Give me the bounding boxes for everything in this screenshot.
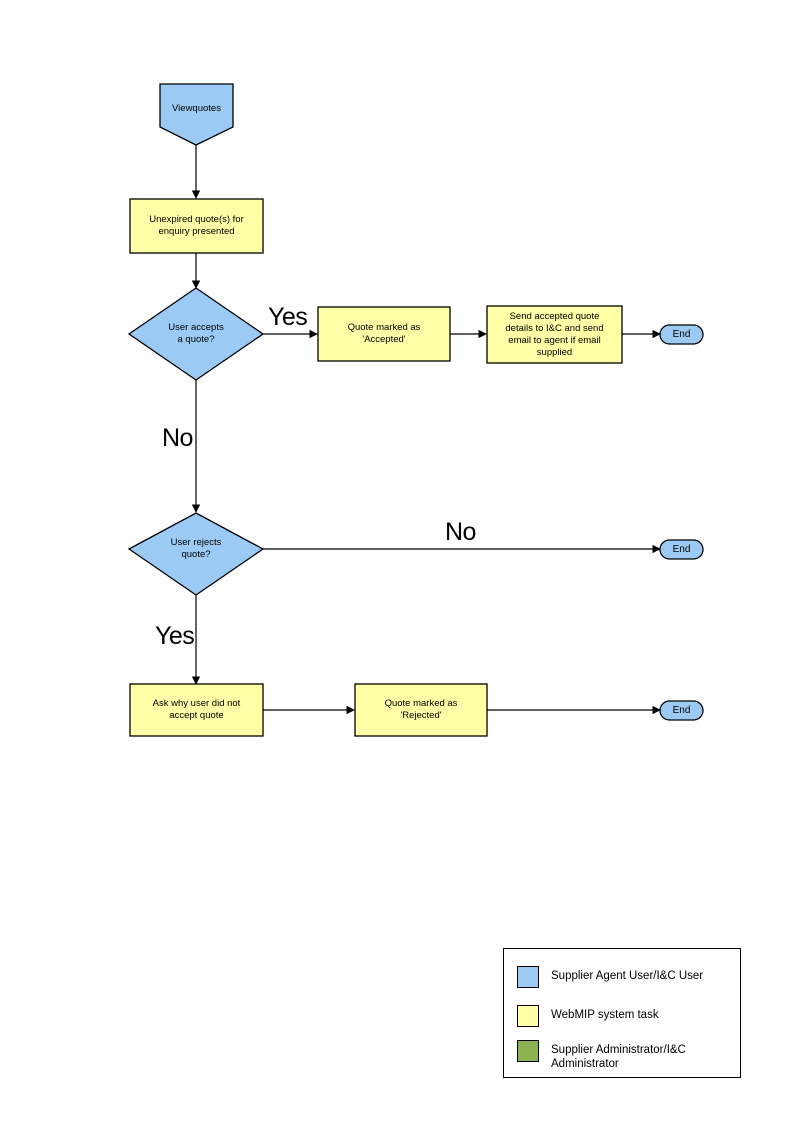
node-start-viewquotes[interactable] xyxy=(159,83,234,146)
edge-label-yes-rejects: Yes xyxy=(155,622,195,650)
edge-label-yes-accepts: Yes xyxy=(268,303,308,331)
legend-swatch-system-task xyxy=(517,1005,539,1027)
node-quote-marked-accepted[interactable] xyxy=(317,306,451,362)
legend-item-supplier-agent-user: Supplier Agent User/I&C User xyxy=(517,966,703,988)
edges-layer xyxy=(191,145,661,715)
legend-item-supplier-administrator: Supplier Administrator/I&C Administrator xyxy=(517,1040,686,1071)
legend-box: Supplier Agent User/I&C User WebMIP syst… xyxy=(503,948,741,1078)
node-unexpired-quotes[interactable] xyxy=(129,198,264,254)
node-end-3[interactable] xyxy=(659,700,704,721)
node-end-1[interactable] xyxy=(659,324,704,345)
legend-swatch-user-role xyxy=(517,966,539,988)
node-end-2[interactable] xyxy=(659,539,704,560)
legend-label-user-role: Supplier Agent User/I&C User xyxy=(551,970,704,982)
node-decision-user-accepts[interactable] xyxy=(127,287,265,381)
edge-label-no-rejects: No xyxy=(445,518,476,546)
legend-swatch-admin-role xyxy=(517,1040,539,1062)
node-quote-marked-rejected[interactable] xyxy=(354,683,488,737)
node-send-accepted-details[interactable] xyxy=(486,305,623,364)
edge-label-no-accepts: No xyxy=(162,424,193,452)
legend-label-system-task: WebMIP system task xyxy=(551,1009,659,1021)
node-ask-why-not-accepted[interactable] xyxy=(129,683,264,737)
legend-item-webmip-system-task: WebMIP system task xyxy=(517,1005,659,1027)
legend-label-admin-role: Supplier Administrator/I&C Administrator xyxy=(551,1044,686,1070)
node-decision-user-rejects[interactable] xyxy=(127,512,265,596)
